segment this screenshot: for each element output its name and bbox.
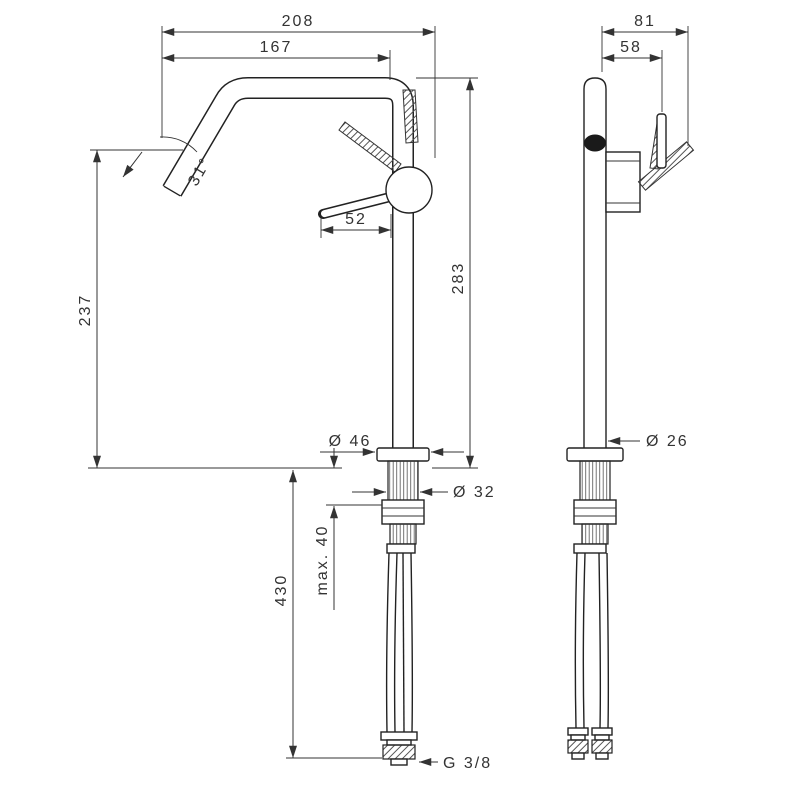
side-outlet-band bbox=[584, 134, 606, 152]
handle-range-hatch-angled bbox=[338, 121, 402, 173]
hose-connector bbox=[591, 727, 613, 736]
dim-283-label: 283 bbox=[450, 262, 467, 295]
dim-167-label: 167 bbox=[260, 39, 293, 56]
side-cartridge-housing bbox=[605, 151, 641, 213]
hose-adapter bbox=[386, 543, 416, 554]
dim-237-label: 237 bbox=[77, 294, 94, 327]
dim-max40-label: max. 40 bbox=[314, 525, 331, 596]
threaded-shank-lower bbox=[389, 523, 417, 545]
dim-208-label: 208 bbox=[282, 13, 315, 30]
hose-connector bbox=[571, 752, 585, 760]
hose-connector-hatch bbox=[382, 744, 416, 760]
dim-58-label: 58 bbox=[620, 39, 642, 56]
supply-hose bbox=[606, 552, 610, 729]
hose-connector bbox=[380, 731, 418, 741]
hose-connector bbox=[594, 734, 610, 741]
dim-g38-label: G 3/8 bbox=[443, 755, 492, 772]
side-threaded-shank-lower bbox=[581, 523, 609, 545]
dim-430-label: 430 bbox=[273, 574, 290, 607]
handle-pivot bbox=[385, 166, 433, 214]
side-hose-adapter bbox=[573, 543, 607, 554]
supply-hose bbox=[402, 552, 405, 733]
mounting-nut bbox=[381, 499, 425, 525]
spout-angle-arc bbox=[159, 136, 198, 153]
side-body-pipe bbox=[583, 77, 607, 450]
supply-hose bbox=[598, 552, 602, 729]
dim-d32-label: Ø 32 bbox=[453, 484, 496, 501]
flow-direction-arrow bbox=[122, 151, 143, 178]
hose-connector-hatch bbox=[591, 739, 613, 754]
hose-connector-hatch bbox=[567, 739, 589, 754]
dim-d26-label: Ø 26 bbox=[646, 433, 689, 450]
supply-hose bbox=[393, 552, 398, 733]
hose-connector bbox=[567, 727, 589, 736]
dimension-lines: 208 167 237 283 52 31° Ø 46 Ø 32 430 max… bbox=[77, 13, 689, 772]
hose-connector bbox=[390, 758, 408, 766]
spout-outlet-face bbox=[163, 185, 181, 197]
side-mounting-nut bbox=[573, 499, 617, 525]
supply-hose bbox=[385, 552, 390, 733]
side-view bbox=[566, 77, 695, 760]
supply-hose bbox=[410, 552, 414, 733]
dim-81-label: 81 bbox=[634, 13, 656, 30]
side-handle-pin bbox=[656, 113, 667, 169]
supply-hose bbox=[574, 552, 578, 729]
hose-connector bbox=[595, 752, 609, 760]
spout-and-riser-pipe-fill bbox=[163, 78, 413, 450]
base-flange bbox=[376, 447, 430, 462]
side-base-flange bbox=[566, 447, 624, 462]
hose-connector bbox=[570, 734, 586, 741]
handle-range-hatch-vertical bbox=[402, 89, 419, 144]
front-view bbox=[122, 77, 433, 766]
dim-52-label: 52 bbox=[345, 211, 367, 228]
dim-d46-label: Ø 46 bbox=[329, 433, 372, 450]
extension-lines bbox=[88, 26, 689, 759]
supply-hose bbox=[582, 552, 586, 729]
hose-connector bbox=[386, 739, 412, 746]
